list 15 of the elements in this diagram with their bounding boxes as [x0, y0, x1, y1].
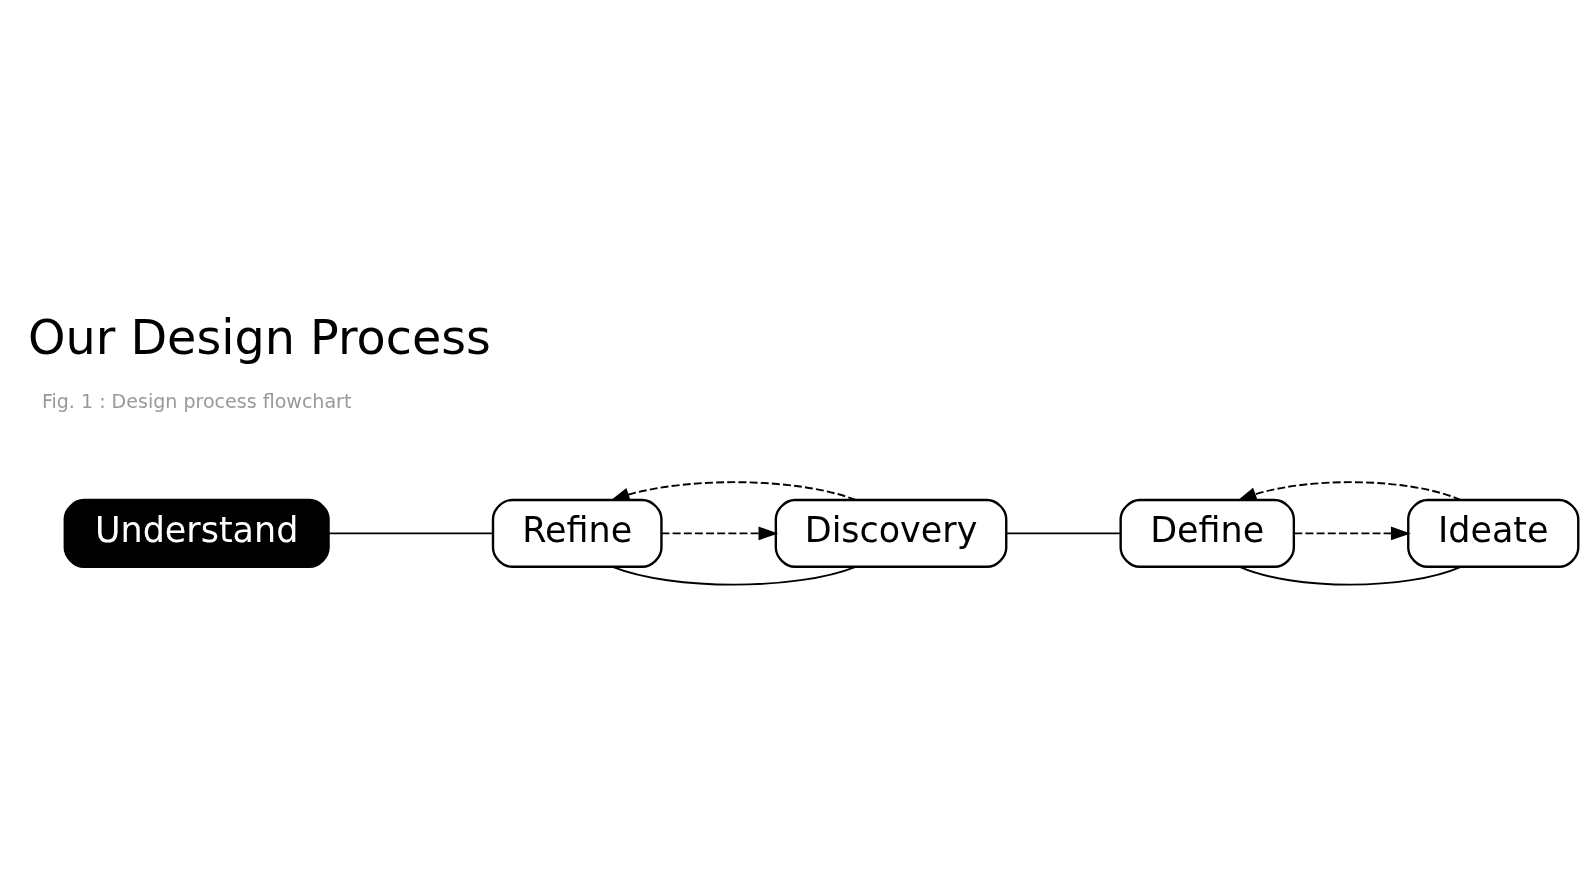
arrow [1293, 526, 1411, 540]
node-box: Ideate [1407, 498, 1580, 568]
connector [327, 531, 494, 534]
node-box: Discovery [774, 498, 1008, 568]
arrow [660, 526, 779, 540]
caption: Fig. 1 : Design process flowchart [41, 389, 352, 412]
arrow [609, 480, 857, 501]
connector [1005, 531, 1122, 534]
connector [1238, 565, 1462, 586]
node-box: Refine [491, 498, 663, 568]
arrow [1236, 480, 1462, 501]
node-box: Define [1119, 498, 1296, 568]
connector [611, 565, 857, 586]
node-box: Understand [63, 498, 330, 568]
diagram-title: Our Design Process [27, 309, 491, 365]
